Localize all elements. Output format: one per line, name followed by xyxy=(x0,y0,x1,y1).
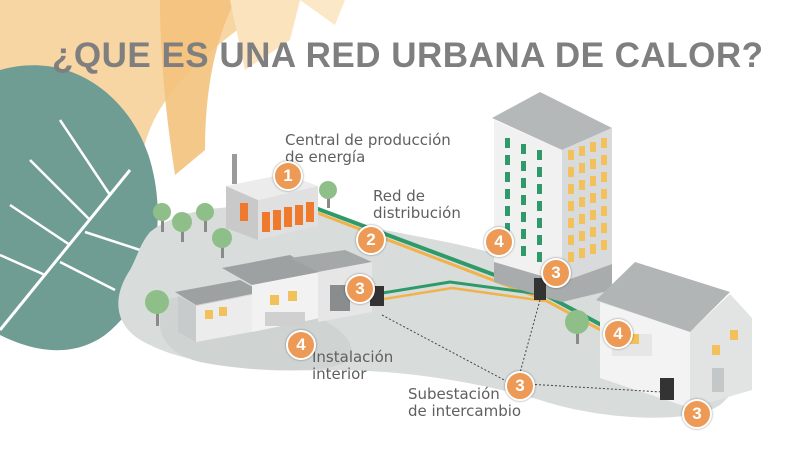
label-subestacion-line2: de intercambio xyxy=(408,402,522,420)
window-green xyxy=(505,138,510,148)
leader-lines xyxy=(381,299,663,393)
badge-subestacion-houses: 3 xyxy=(345,274,375,304)
label-instalacion: Instalación interior xyxy=(312,349,393,383)
window-yellow xyxy=(601,206,607,216)
window-yellow xyxy=(568,235,574,245)
window-green xyxy=(521,178,526,188)
window-yellow xyxy=(579,146,585,156)
window-green xyxy=(505,223,510,233)
row-houses xyxy=(175,250,372,342)
window-yellow xyxy=(590,142,596,152)
badge-central: 1 xyxy=(273,161,303,191)
badge-subestacion-house: 3 xyxy=(682,399,712,429)
window-green xyxy=(537,201,542,211)
badge-red: 2 xyxy=(356,225,386,255)
window-yellow xyxy=(601,240,607,250)
badge-instalacion-building: 4 xyxy=(484,227,514,257)
window-yellow xyxy=(601,138,607,148)
window-yellow xyxy=(568,218,574,228)
substation-units xyxy=(370,278,674,400)
window-yellow xyxy=(568,252,574,262)
window-yellow xyxy=(568,184,574,194)
window-green xyxy=(521,246,526,256)
label-red-line1: Red de xyxy=(373,187,426,205)
window-yellow xyxy=(601,223,607,233)
label-red: Red de distribución xyxy=(373,188,461,222)
window-yellow xyxy=(579,163,585,173)
badge-instalacion-houses: 4 xyxy=(286,330,316,360)
window-green xyxy=(537,150,542,160)
window-green xyxy=(521,212,526,222)
label-central: Central de producción de energía xyxy=(285,132,451,166)
label-subestacion-line1: Subestación xyxy=(408,385,500,403)
window-yellow xyxy=(579,197,585,207)
page-title: ¿QUE ES UNA RED URBANA DE CALOR? xyxy=(52,36,764,75)
window-yellow xyxy=(579,248,585,258)
window-yellow xyxy=(579,231,585,241)
power-plant xyxy=(226,154,318,240)
badge-instalacion-house: 4 xyxy=(603,319,633,349)
apartment-yellow-windows xyxy=(568,138,607,262)
window-green xyxy=(521,229,526,239)
window-green xyxy=(505,155,510,165)
window-yellow xyxy=(590,244,596,254)
label-central-line2: de energía xyxy=(285,148,366,166)
leaf-decoration xyxy=(0,65,158,351)
label-instalacion-line2: interior xyxy=(312,365,367,383)
label-central-line1: Central de producción xyxy=(285,131,451,149)
window-green xyxy=(521,195,526,205)
window-yellow xyxy=(590,176,596,186)
window-green xyxy=(537,167,542,177)
window-green xyxy=(505,206,510,216)
trees xyxy=(145,181,589,344)
window-yellow xyxy=(590,159,596,169)
window-green xyxy=(537,252,542,262)
window-yellow xyxy=(579,214,585,224)
badge-subestacion-building: 3 xyxy=(541,258,571,288)
window-yellow xyxy=(590,210,596,220)
window-yellow xyxy=(601,155,607,165)
window-green xyxy=(537,184,542,194)
window-yellow xyxy=(601,172,607,182)
window-green xyxy=(537,218,542,228)
window-yellow xyxy=(590,227,596,237)
window-green xyxy=(537,235,542,245)
window-green xyxy=(505,189,510,199)
label-subestacion: Subestación de intercambio xyxy=(408,386,521,420)
window-green xyxy=(521,144,526,154)
window-yellow xyxy=(568,150,574,160)
window-yellow xyxy=(590,193,596,203)
window-yellow xyxy=(568,167,574,177)
window-yellow xyxy=(579,180,585,190)
label-red-line2: distribución xyxy=(373,204,461,222)
window-green xyxy=(521,161,526,171)
badge-subestacion-label: 3 xyxy=(505,371,535,401)
label-instalacion-line1: Instalación xyxy=(312,348,394,366)
window-yellow xyxy=(601,189,607,199)
window-green xyxy=(505,172,510,182)
window-yellow xyxy=(568,201,574,211)
